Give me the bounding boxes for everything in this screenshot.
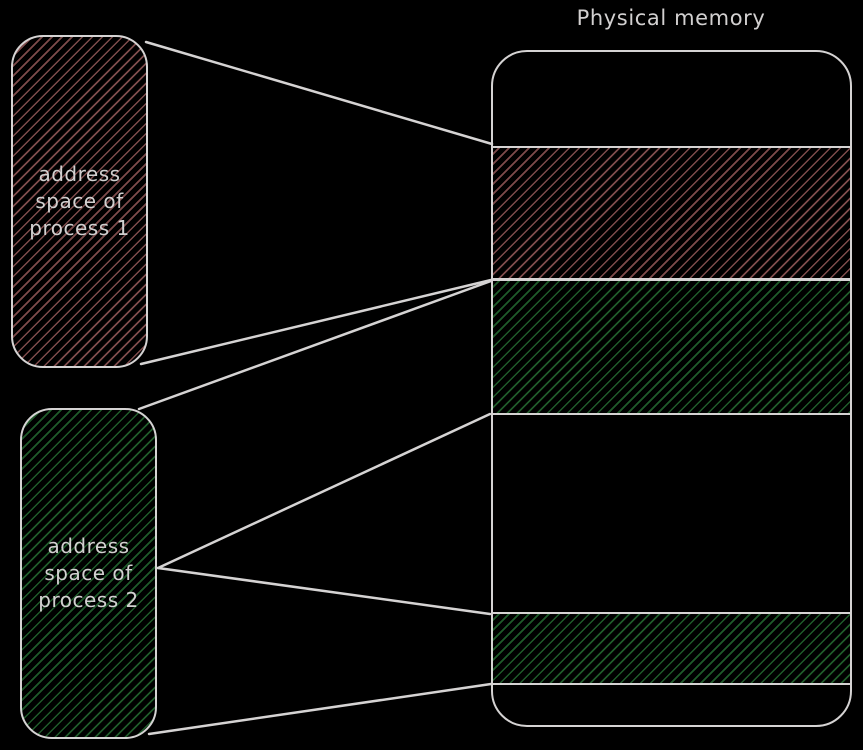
process1-label-line2: space of [35,189,124,213]
process1-label: address space of process 1 [29,161,129,242]
process2-label: address space of process 2 [38,533,138,614]
physical-memory-region-process2-a [493,279,850,415]
mapping-line-p2-top [137,279,493,411]
process2-label-line1: address [47,534,130,558]
process2-label-line3: process 2 [38,588,139,612]
process1-label-line1: address [38,162,121,186]
process1-address-space-box: address space of process 1 [11,35,148,368]
mapping-line-p1-top [144,40,494,146]
physical-memory-region-process2-b [493,612,850,685]
mapping-line-p2-mid-a [156,412,492,570]
physical-memory-title: Physical memory [576,6,766,30]
mapping-line-p1-bottom [139,278,493,366]
process2-label-line2: space of [44,561,133,585]
mapping-line-p2-bottom [147,682,493,736]
physical-memory-region-process1 [493,146,850,280]
process2-address-space-box: address space of process 2 [20,408,157,739]
mapping-line-p2-mid-b [156,566,492,616]
process1-label-line3: process 1 [29,216,130,240]
physical-memory-box [491,50,852,727]
